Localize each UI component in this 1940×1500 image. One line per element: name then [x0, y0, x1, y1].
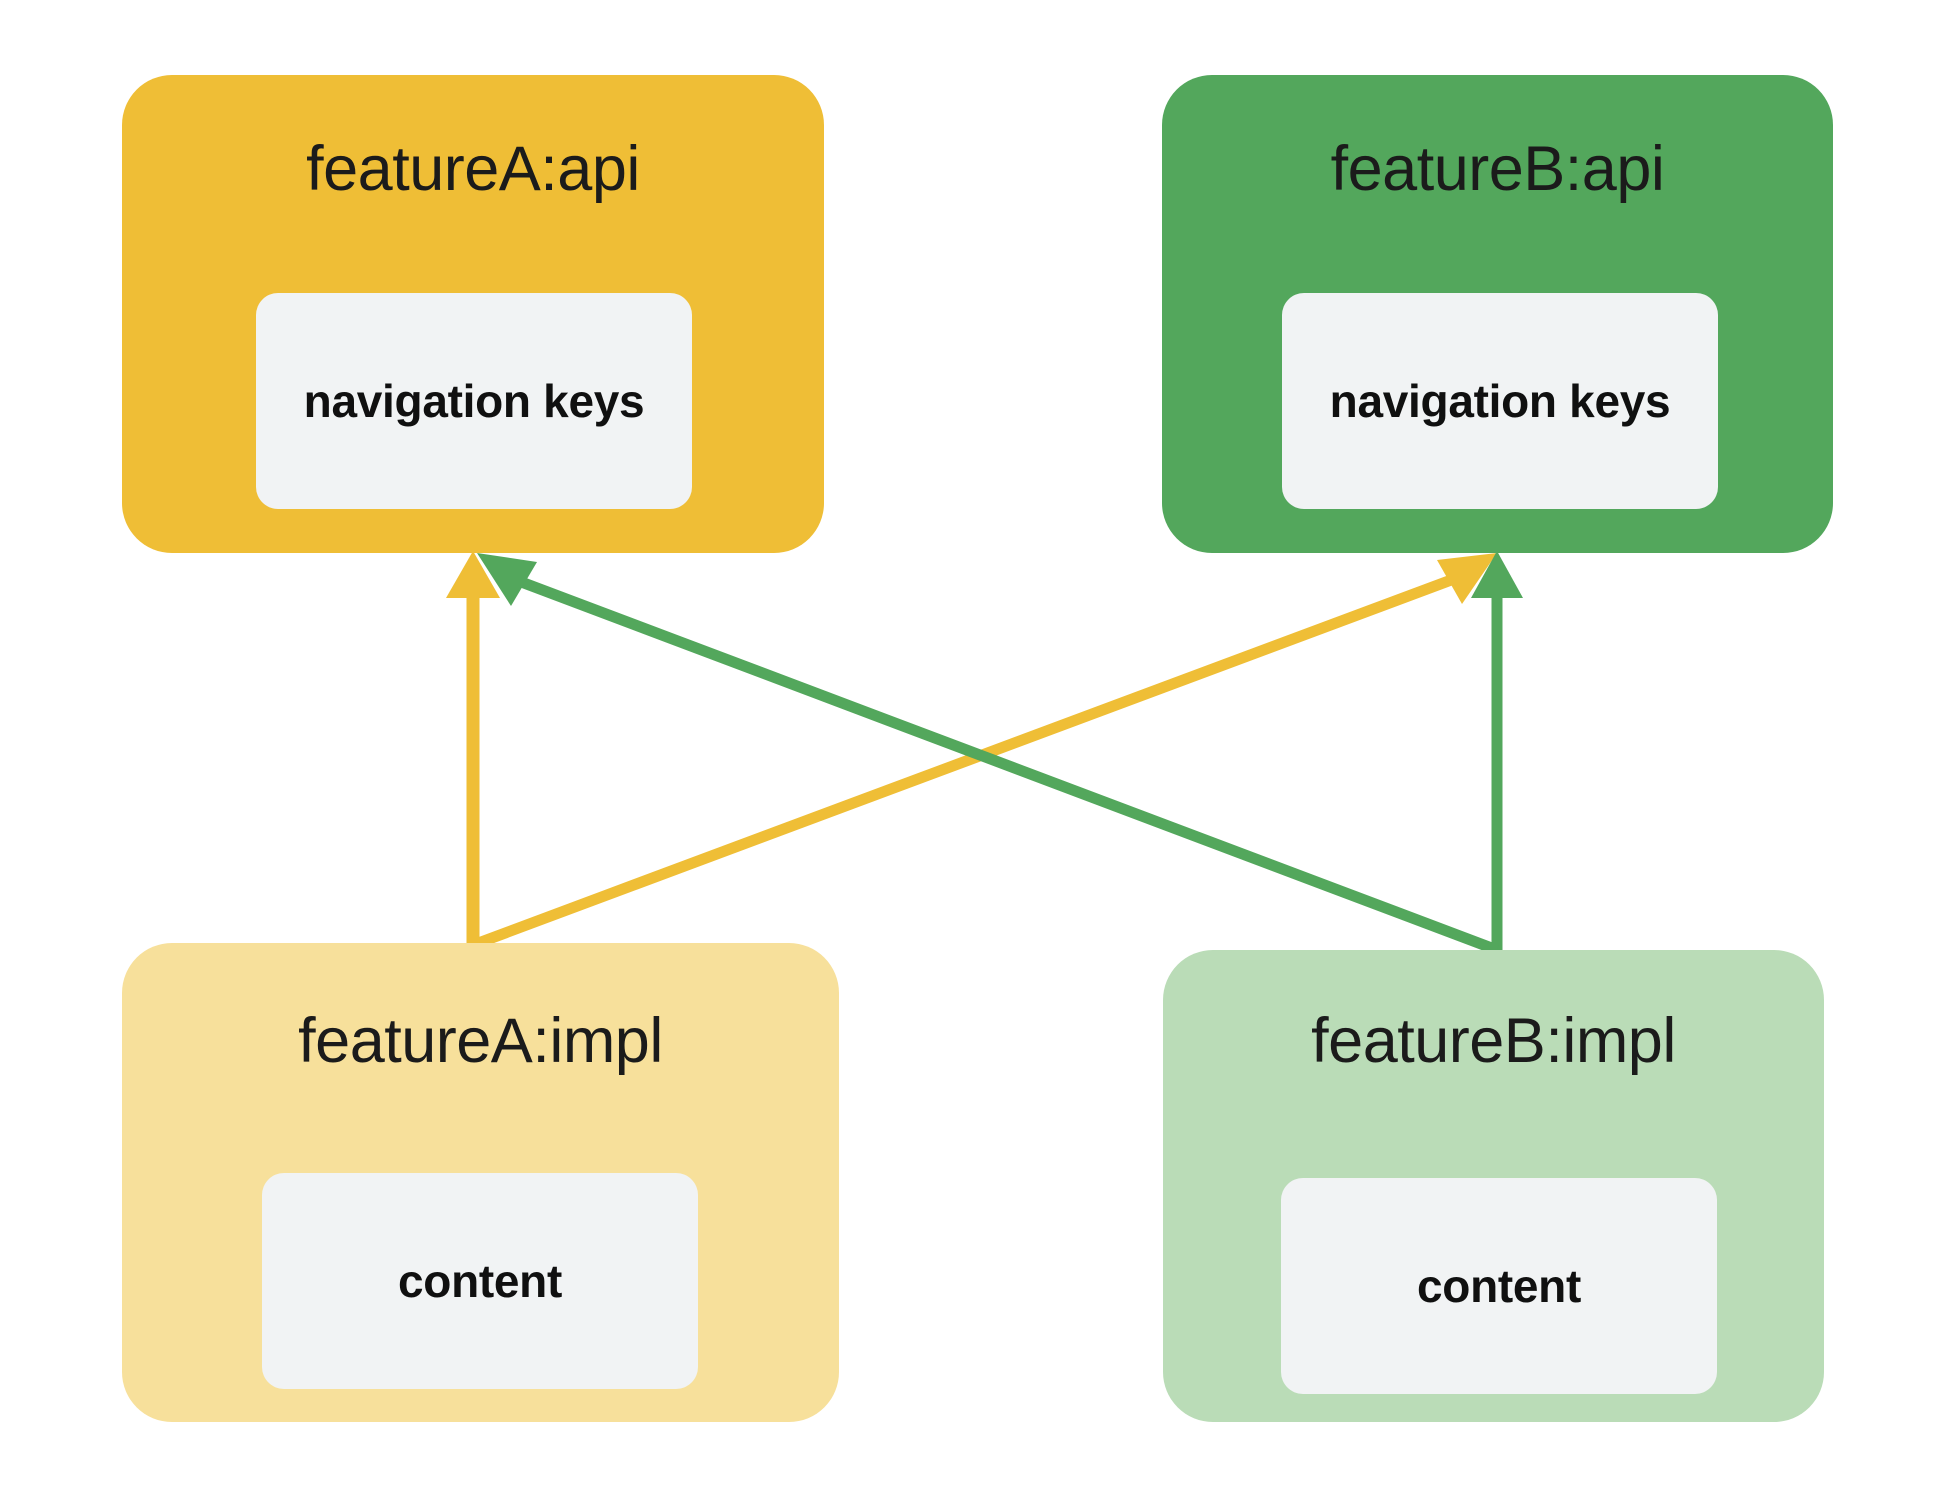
module-title: featureA:api	[306, 134, 640, 204]
arrow-featureA-impl-to-featureA-api	[446, 551, 500, 945]
module-title: featureB:impl	[1311, 1006, 1676, 1076]
module-card-featureB-impl[interactable]: featureB:impl content	[1163, 950, 1824, 1422]
module-title: featureB:api	[1330, 134, 1665, 204]
module-card-featureA-api[interactable]: featureA:api navigation keys	[122, 75, 824, 553]
arrow-featureA-impl-to-featureB-api	[471, 553, 1497, 951]
module-title: featureA:impl	[298, 1006, 663, 1076]
arrow-featureB-impl-to-featureB-api	[1471, 551, 1523, 950]
inner-block-navigation-keys[interactable]: navigation keys	[256, 293, 692, 509]
inner-block-content[interactable]: content	[262, 1173, 698, 1389]
inner-block-label: navigation keys	[303, 375, 645, 427]
inner-block-label: content	[1417, 1260, 1581, 1312]
inner-block-content[interactable]: content	[1281, 1178, 1717, 1394]
module-card-featureB-api[interactable]: featureB:api navigation keys	[1162, 75, 1833, 553]
inner-block-navigation-keys[interactable]: navigation keys	[1282, 293, 1718, 509]
arrow-featureB-impl-to-featureA-api	[477, 553, 1499, 956]
module-card-featureA-impl[interactable]: featureA:impl content	[122, 943, 839, 1422]
inner-block-label: content	[398, 1255, 562, 1307]
inner-block-label: navigation keys	[1329, 375, 1671, 427]
